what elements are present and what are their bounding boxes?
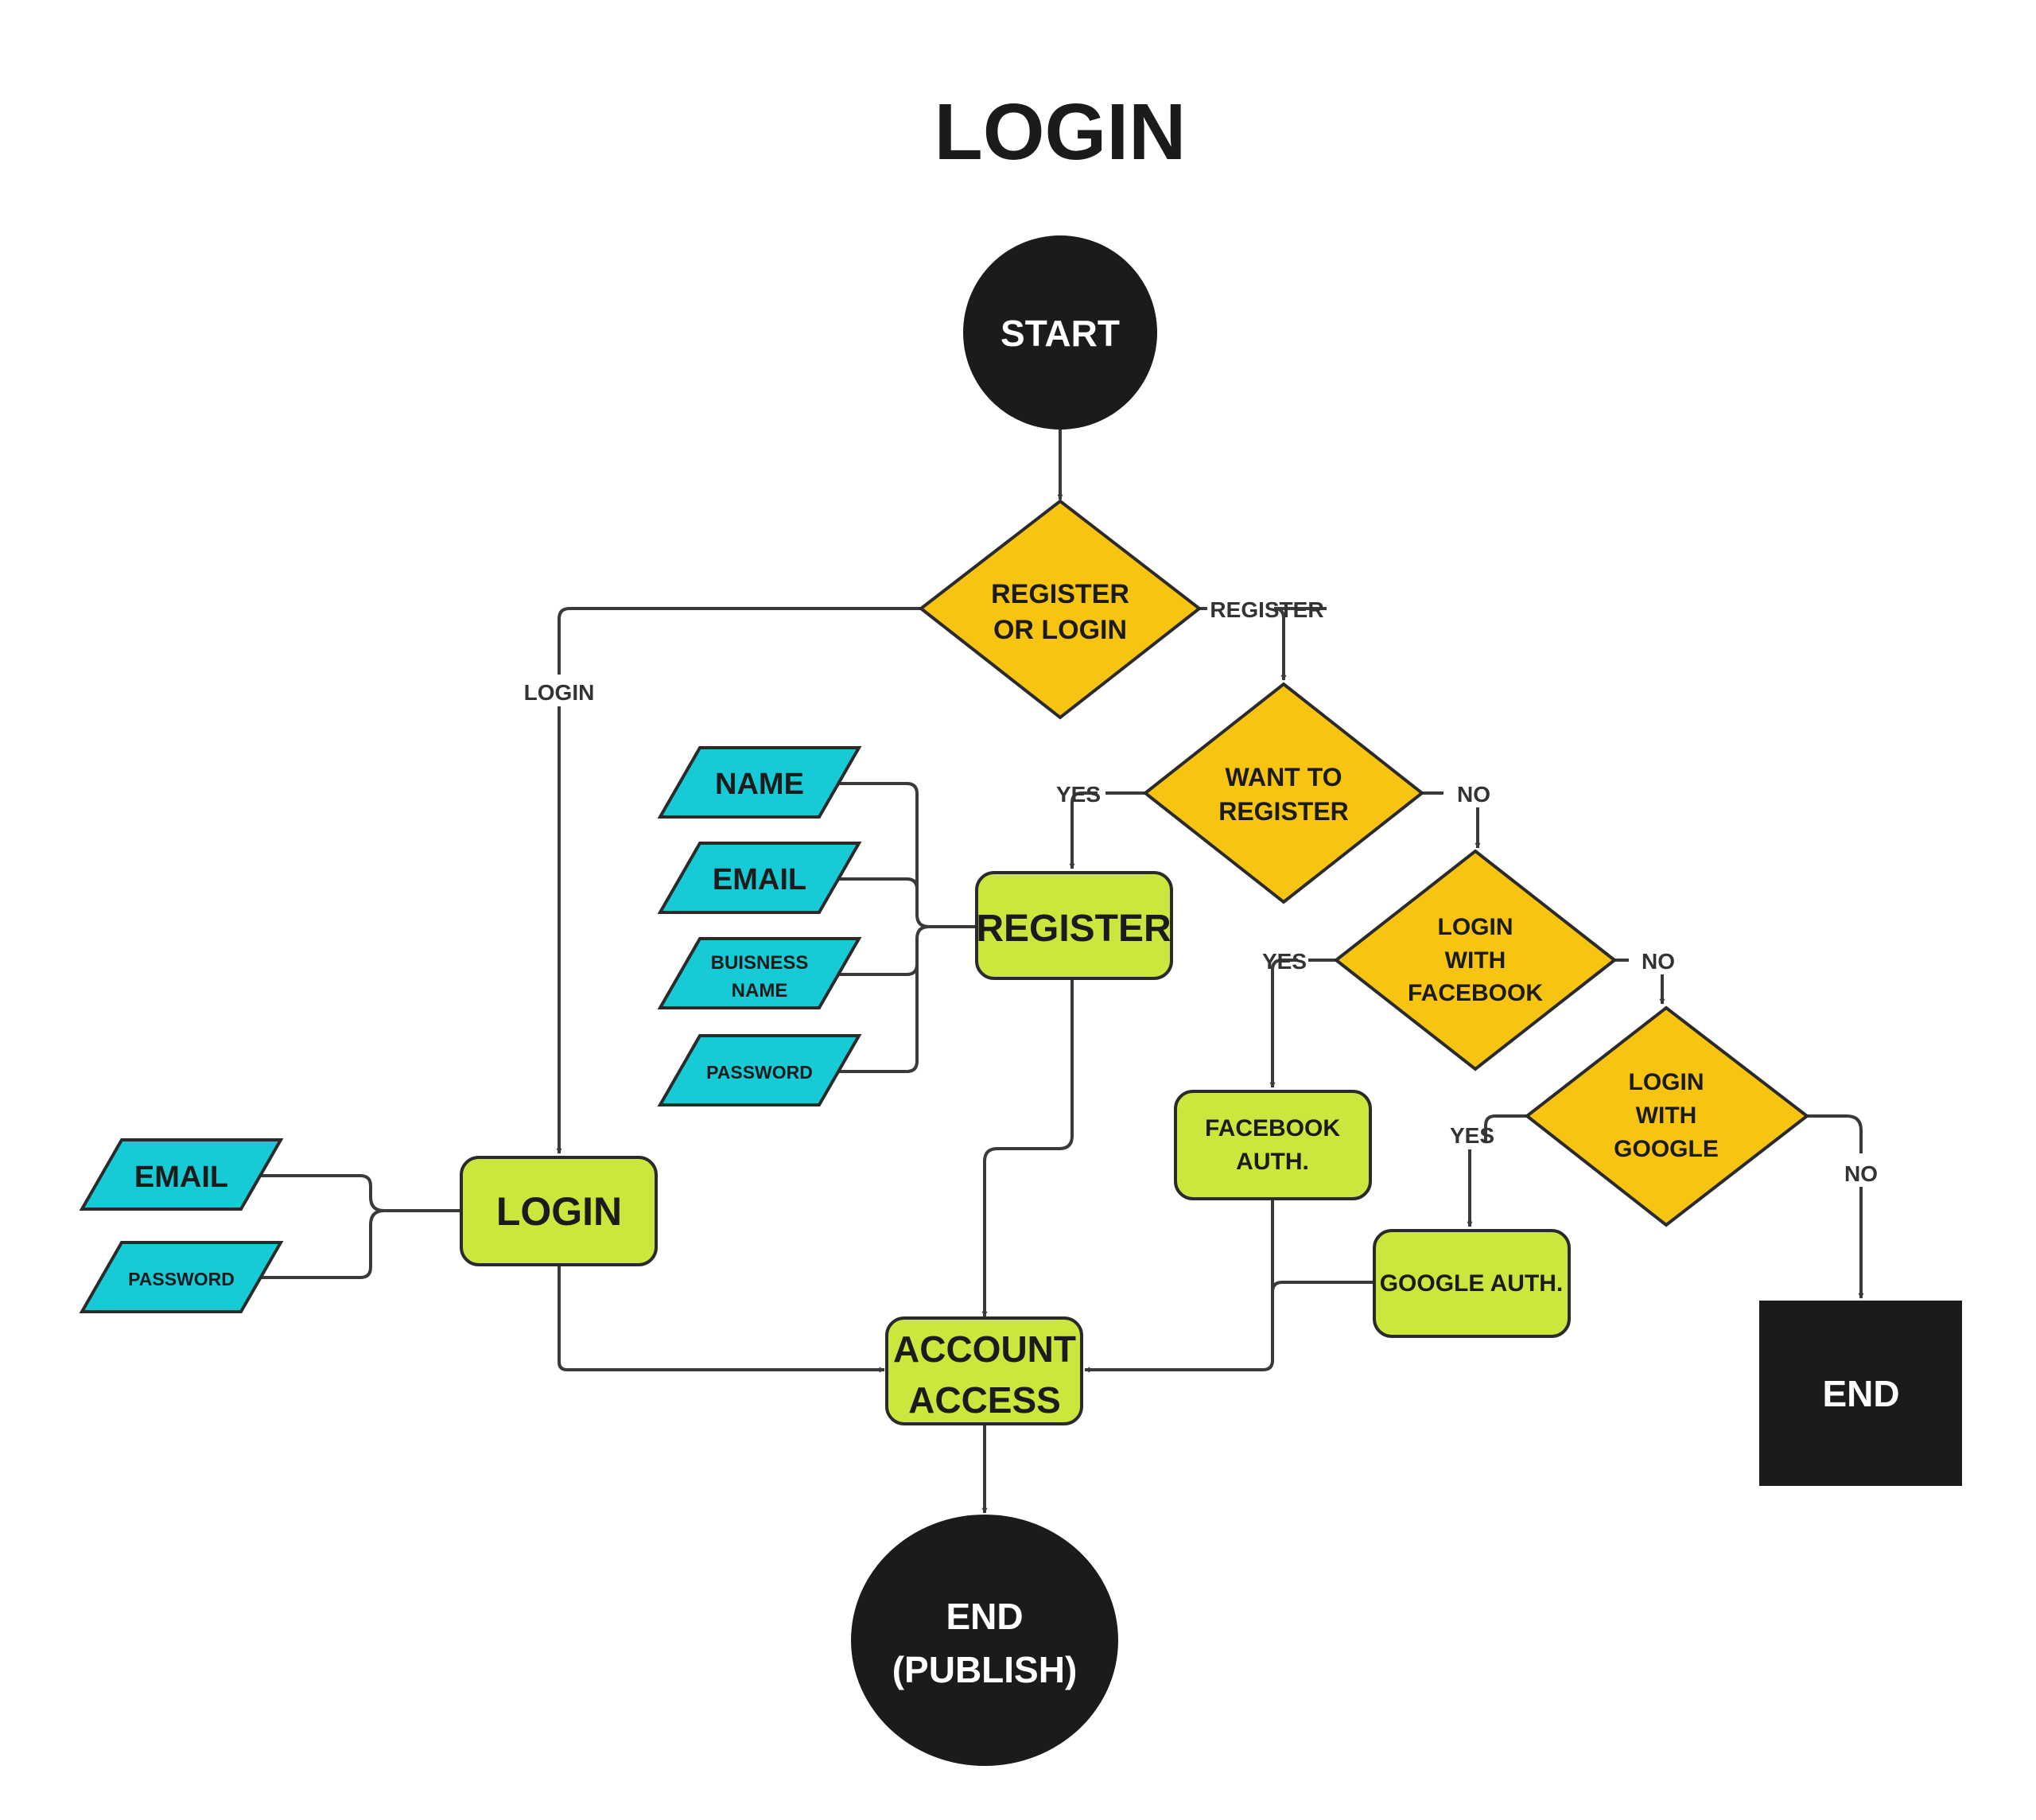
node-start: START	[963, 235, 1157, 430]
edge-google-no-to-end	[1807, 1114, 1861, 1298]
decision-want-to-register-label-2: REGISTER	[1218, 797, 1349, 826]
data-register-email: EMAIL	[657, 842, 862, 914]
decision-login-with-google: LOGIN WITH GOOGLE	[1524, 1005, 1810, 1227]
data-register-name: NAME	[657, 746, 862, 819]
edge-label-register: REGISTER	[1210, 597, 1323, 622]
data-register-password-label: PASSWORD	[706, 1062, 813, 1083]
data-register-business-name-label-1: BUISNESS	[711, 952, 809, 974]
process-register: REGISTER	[975, 871, 1173, 980]
edge-label-facebook-no: NO	[1642, 949, 1675, 974]
decision-want-to-register: WANT TO REGISTER	[1142, 682, 1425, 904]
edge-facebook-auth-to-access	[1084, 1200, 1274, 1373]
decision-register-or-login: REGISTER OR LOGIN	[918, 499, 1203, 720]
decision-login-with-google-label-1: LOGIN	[1629, 1069, 1704, 1095]
node-end-publish-label-2: (PUBLISH)	[892, 1649, 1078, 1690]
process-register-label: REGISTER	[976, 908, 1171, 950]
edge-facebook-yes-to-auth	[1272, 959, 1336, 1087]
process-login: LOGIN	[460, 1156, 658, 1266]
node-end-label: END	[1822, 1373, 1899, 1414]
node-end-publish-label-1: END	[946, 1596, 1023, 1637]
edge-label-google-no: NO	[1844, 1161, 1878, 1186]
edge-want-yes-to-register	[1072, 791, 1145, 869]
bracket-register-inputs	[837, 782, 977, 1073]
data-register-business-name: BUISNESS NAME	[657, 937, 862, 1009]
edge-register-to-access	[981, 978, 1074, 1317]
node-end: END	[1759, 1301, 1962, 1486]
data-login-email-label: EMAIL	[134, 1161, 228, 1194]
edge-label-want-no: NO	[1457, 782, 1490, 807]
edge-want-no-to-facebook	[1422, 791, 1478, 848]
node-end-publish: END (PUBLISH)	[851, 1515, 1118, 1766]
process-facebook-auth-label-1: FACEBOOK	[1205, 1115, 1340, 1141]
decision-login-with-facebook-label-3: FACEBOOK	[1408, 980, 1543, 1006]
edge-label-want-yes: YES	[1056, 782, 1101, 807]
edge-label-google-yes: YES	[1450, 1123, 1494, 1148]
decision-login-with-facebook: LOGIN WITH FACEBOOK	[1333, 849, 1618, 1071]
edge-google-yes-to-auth	[1470, 1114, 1527, 1227]
data-register-email-label: EMAIL	[713, 863, 806, 896]
process-login-label: LOGIN	[496, 1189, 622, 1234]
decision-want-to-register-label-1: WANT TO	[1226, 763, 1342, 791]
data-login-email: EMAIL	[79, 1138, 284, 1211]
diagram-title: LOGIN	[934, 88, 1187, 177]
decision-register-or-login-label-1: REGISTER	[991, 579, 1129, 609]
process-google-auth: GOOGLE AUTH.	[1373, 1229, 1571, 1338]
process-facebook-auth-label-2: AUTH.	[1236, 1149, 1309, 1175]
process-google-auth-label: GOOGLE AUTH.	[1380, 1270, 1564, 1297]
connectors	[258, 426, 1861, 1514]
decision-login-with-google-label-2: WITH	[1636, 1102, 1697, 1129]
data-register-password: PASSWORD	[657, 1034, 862, 1106]
data-register-business-name-label-2: NAME	[732, 980, 788, 1001]
edge-label-login: LOGIN	[524, 680, 595, 705]
process-facebook-auth: FACEBOOK AUTH.	[1174, 1090, 1372, 1200]
decision-login-with-facebook-label-1: LOGIN	[1438, 914, 1513, 940]
edge-login-to-access	[558, 1265, 885, 1373]
process-account-access-label-2: ACCESS	[908, 1379, 1061, 1421]
edge-decision-to-login	[556, 607, 921, 1154]
process-account-access: ACCOUNT ACCESS	[885, 1316, 1083, 1425]
bracket-login-inputs	[258, 1174, 461, 1279]
edge-google-auth-to-access	[1271, 1281, 1374, 1293]
process-account-access-label-1: ACCOUNT	[893, 1328, 1076, 1370]
node-start-label: START	[1001, 313, 1120, 354]
decision-login-with-google-label-3: GOOGLE	[1614, 1136, 1719, 1162]
decision-register-or-login-label-2: OR LOGIN	[993, 615, 1127, 645]
edge-labels: LOGIN REGISTER YES NO YES NO YES NO	[515, 597, 1878, 1186]
data-register-name-label: NAME	[715, 768, 804, 801]
decision-login-with-facebook-label-2: WITH	[1445, 947, 1506, 974]
edge-label-facebook-yes: YES	[1262, 949, 1307, 974]
data-login-password-label: PASSWORD	[128, 1269, 235, 1289]
data-login-password: PASSWORD	[79, 1241, 284, 1313]
